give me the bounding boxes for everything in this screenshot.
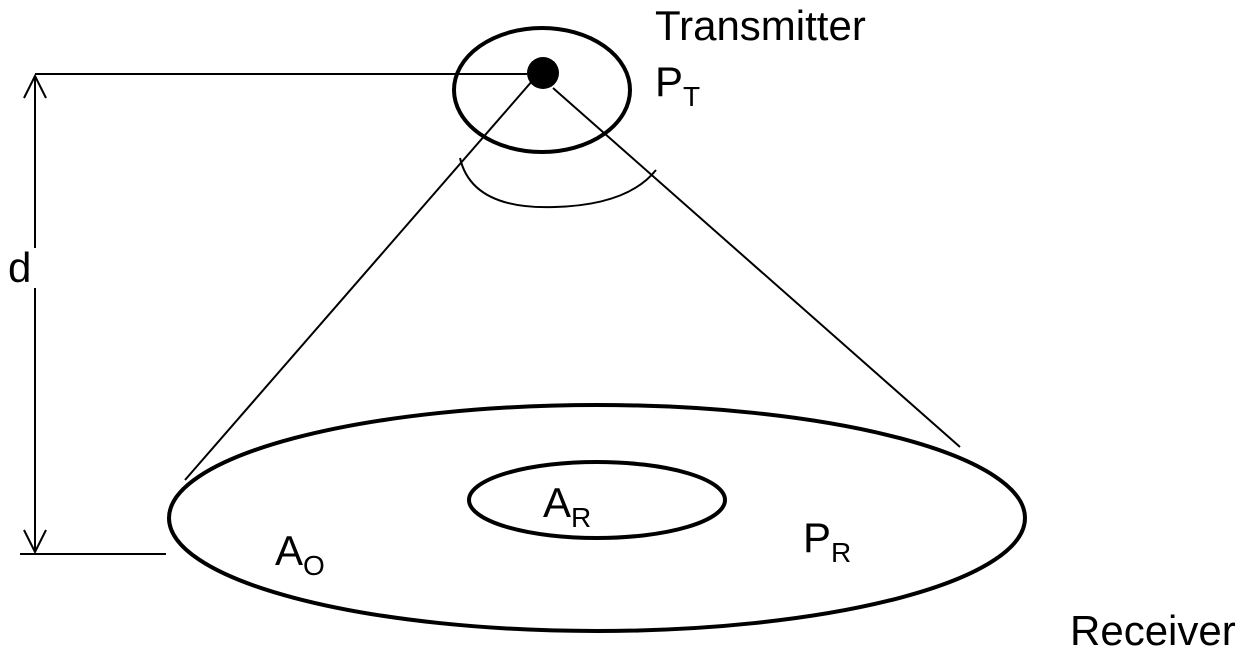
coverage-area-label: AO bbox=[275, 527, 325, 581]
beam-angle-arc bbox=[459, 157, 657, 209]
coverage-area-subscript: O bbox=[303, 550, 325, 581]
transmitter-power-symbol: P bbox=[655, 58, 683, 105]
receiver-aperture-label: AR bbox=[543, 479, 591, 533]
receiver-power-label: PR bbox=[803, 514, 851, 568]
receiver-aperture-symbol: A bbox=[543, 479, 571, 526]
transmitter-source-dot bbox=[527, 57, 559, 89]
receiver-aperture-ellipse bbox=[467, 460, 727, 540]
coverage-area-ellipse bbox=[167, 403, 1027, 633]
beam-edge-right bbox=[552, 87, 961, 448]
receiver-label: Receiver bbox=[1070, 607, 1236, 654]
receiver-power-symbol: P bbox=[803, 514, 831, 561]
transmitter-power-subscript: T bbox=[683, 81, 700, 112]
distance-arrow-up-icon bbox=[23, 73, 47, 99]
receiver-aperture-subscript: R bbox=[571, 502, 591, 533]
transmitter-label: Transmitter bbox=[655, 2, 866, 49]
distance-arrow-down-icon bbox=[23, 529, 47, 555]
beam-edge-left bbox=[184, 79, 534, 481]
transmitter-antenna bbox=[452, 26, 632, 154]
transmitter-power-label: PT bbox=[655, 58, 700, 112]
coverage-area-symbol: A bbox=[275, 527, 303, 574]
distance-label: d bbox=[8, 244, 31, 291]
receiver-power-subscript: R bbox=[831, 537, 851, 568]
